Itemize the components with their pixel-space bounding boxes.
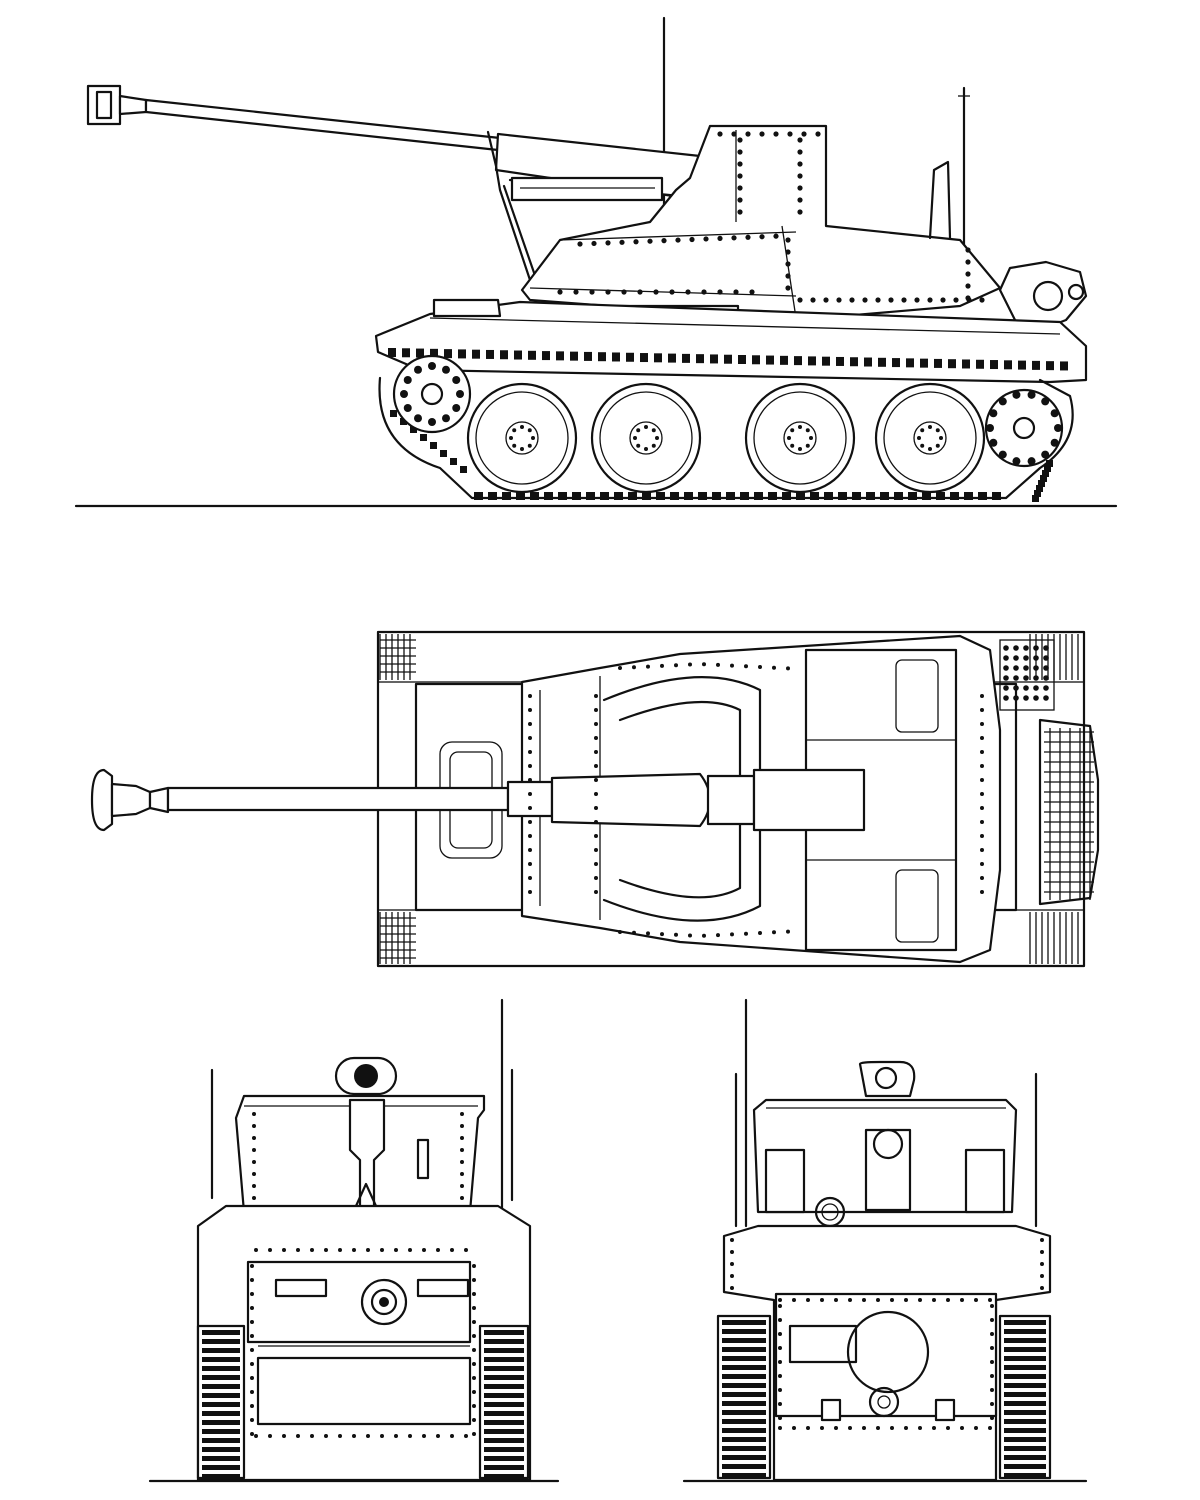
road-wheel xyxy=(874,382,986,494)
front-glacis-mg xyxy=(360,1278,408,1326)
rear-muzzle-brake xyxy=(858,1060,916,1098)
front-rivets xyxy=(250,1112,476,1438)
side-track-lower-run xyxy=(390,410,1053,502)
side-hull xyxy=(374,298,1088,384)
side-road-wheels xyxy=(466,382,986,494)
top-view xyxy=(90,630,1100,968)
side-view xyxy=(74,16,1118,508)
side-rivets xyxy=(557,131,985,303)
top-rivets xyxy=(528,662,984,938)
front-muzzle-brake xyxy=(334,1056,398,1096)
road-wheel xyxy=(466,382,578,494)
front-view xyxy=(148,998,560,1483)
side-track-upper-run xyxy=(388,348,1068,371)
front-track-treads xyxy=(202,1330,524,1479)
road-wheel xyxy=(744,382,856,494)
rear-rivets xyxy=(730,1238,1044,1430)
top-track-treads xyxy=(379,634,1079,964)
road-wheel xyxy=(590,382,702,494)
side-drive-sprocket xyxy=(392,354,472,434)
side-superstructure xyxy=(520,124,1002,322)
side-idler-wheel xyxy=(984,388,1064,468)
rear-view xyxy=(682,998,1088,1483)
top-gun-barrel xyxy=(90,768,866,832)
top-rear-cage xyxy=(1038,718,1100,906)
rear-exhaust xyxy=(846,1310,930,1418)
side-track-outline xyxy=(378,376,1074,500)
rear-track-treads xyxy=(722,1320,1046,1478)
